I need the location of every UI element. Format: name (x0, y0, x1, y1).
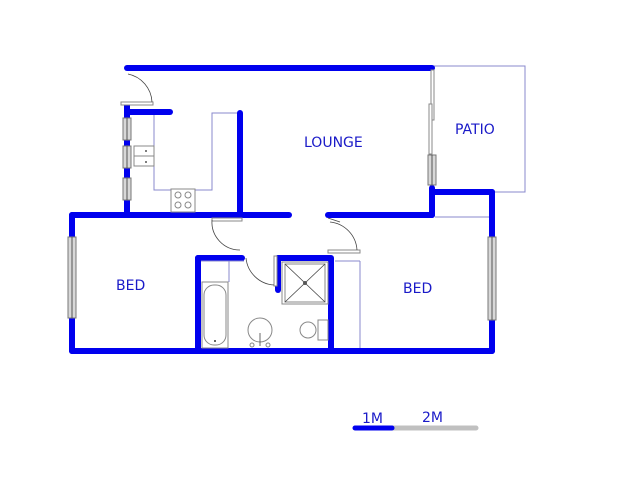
entrance-door (120, 73, 154, 106)
window-bed1 (67, 236, 77, 319)
kitchen-counter (153, 112, 238, 191)
door-bed1 (211, 217, 243, 251)
door-bed2 (327, 221, 361, 254)
window-kitchen-2 (122, 145, 132, 169)
kitchen-sink (133, 145, 155, 167)
window-kitchen-3 (122, 177, 132, 201)
scale-label-2m: 2M (422, 410, 443, 426)
window-kitchen-1 (122, 117, 132, 141)
bed2-ledge (335, 216, 489, 348)
room-label-bed2: BED (403, 281, 433, 297)
door-bathroom (245, 255, 278, 287)
room-label-bed1: BED (116, 278, 146, 294)
basin (247, 317, 273, 348)
sliding-door-patio (428, 69, 435, 155)
bathtub (201, 260, 244, 349)
scale-label-1m: 1M (362, 411, 383, 427)
lounge-opening (327, 217, 341, 223)
toilet (299, 319, 329, 341)
window-bed2 (487, 236, 497, 321)
patio-outline (432, 65, 526, 193)
room-label-lounge: LOUNGE (304, 135, 363, 151)
window-lounge-patio (427, 154, 437, 186)
walls (69, 65, 495, 354)
stove (170, 188, 196, 213)
room-label-patio: PATIO (455, 122, 495, 138)
shower (281, 261, 329, 305)
